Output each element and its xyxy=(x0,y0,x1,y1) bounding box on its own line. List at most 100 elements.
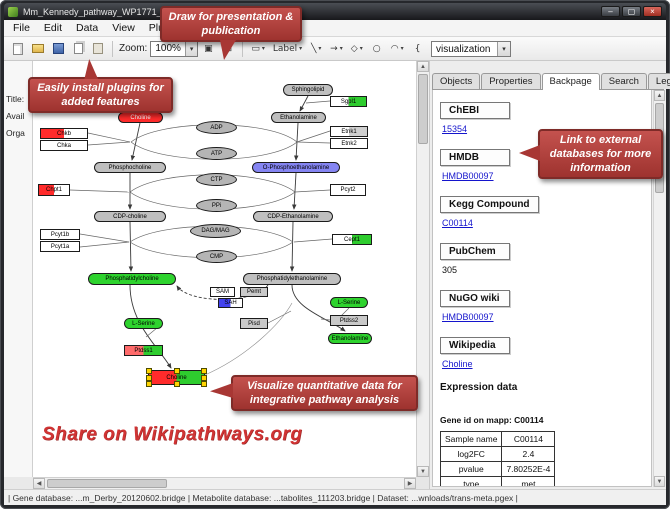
pathway-node[interactable]: SAH xyxy=(218,298,243,308)
pathway-node[interactable]: Choline xyxy=(118,112,163,123)
titlebar[interactable]: Mm_Kennedy_pathway_WP1771_45176.gpml – ▢… xyxy=(4,3,666,20)
minimize-button[interactable]: – xyxy=(601,6,620,17)
scroll-down-icon[interactable]: ▼ xyxy=(417,466,429,477)
scroll-left-icon[interactable]: ◀ xyxy=(33,478,45,489)
pathway-node[interactable]: Pisd xyxy=(240,318,268,329)
open-folder-icon xyxy=(32,44,44,53)
canvas-vertical-scrollbar[interactable]: ▲ ▼ xyxy=(416,61,429,477)
pathway-node[interactable]: Chpt1 xyxy=(38,184,70,196)
pathway-node[interactable]: Ptdss1 xyxy=(124,345,163,356)
pathway-node[interactable]: Sgpl1 xyxy=(330,96,367,107)
pathway-node-label: ATP xyxy=(210,150,223,157)
zoom-value: 100% xyxy=(155,43,181,54)
tab-objects[interactable]: Objects xyxy=(432,73,481,89)
pathway-node-label: SAM xyxy=(215,289,229,295)
pathway-node[interactable]: Choline xyxy=(146,368,207,387)
menu-file[interactable]: File xyxy=(13,22,30,34)
scroll-up-icon[interactable]: ▲ xyxy=(654,90,665,101)
pathway-node-label: Ethanolamine xyxy=(331,335,369,342)
pathway-node[interactable]: O-Phosphoethanolamine xyxy=(252,162,340,173)
pathway-node[interactable]: PPi xyxy=(196,199,237,212)
brace-tool-button[interactable]: { xyxy=(409,40,427,58)
pathway-node-label: Chkb xyxy=(56,130,71,137)
scrollbar-thumb[interactable] xyxy=(418,74,428,144)
pathway-node[interactable]: Etnk1 xyxy=(330,126,368,137)
tab-properties[interactable]: Properties xyxy=(481,73,541,89)
open-file-button[interactable] xyxy=(29,40,47,58)
datanode-tool-button[interactable]: ▭▾ xyxy=(248,40,268,58)
pathway-node-label: Etnk1 xyxy=(341,128,357,135)
line-tool-button[interactable]: ╲▾ xyxy=(307,40,325,58)
menu-data[interactable]: Data xyxy=(76,22,99,34)
backpage-link[interactable]: HMDB00097 xyxy=(442,171,494,181)
oval-tool-button[interactable]: ○ xyxy=(368,40,386,58)
selection-handle[interactable] xyxy=(201,381,207,387)
pathway-node[interactable]: DAG/MAG xyxy=(190,224,241,238)
right-panel-tabs: ObjectsPropertiesBackpageSearchLegend xyxy=(432,73,670,90)
backpage-link[interactable]: 15354 xyxy=(442,124,468,134)
pathway-node[interactable]: Cept1 xyxy=(332,234,372,245)
pathway-node[interactable]: SAM xyxy=(210,287,235,297)
new-file-button[interactable] xyxy=(9,40,27,58)
pathway-node[interactable]: Pcyt2 xyxy=(330,184,366,196)
backpage-link[interactable]: C00114 xyxy=(442,218,473,228)
selection-handle[interactable] xyxy=(146,368,152,374)
canvas-horizontal-scrollbar[interactable]: ◀ ▶ xyxy=(33,477,416,489)
pathway-node[interactable]: L-Serine xyxy=(330,297,368,308)
pathway-node[interactable]: Ptdss2 xyxy=(330,315,368,326)
copy-button[interactable] xyxy=(69,40,87,58)
maximize-button[interactable]: ▢ xyxy=(622,6,641,17)
pathway-node[interactable]: CDP-choline xyxy=(94,211,166,222)
pathway-node-label: CDP-Ethanolamine xyxy=(267,213,319,220)
scrollbar-thumb[interactable] xyxy=(47,479,167,488)
pathway-node[interactable]: CMP xyxy=(196,250,237,263)
selection-handle[interactable] xyxy=(173,368,180,374)
arc-tool-button[interactable]: ◠▾ xyxy=(388,40,407,58)
tab-backpage[interactable]: Backpage xyxy=(541,73,600,90)
selection-handle[interactable] xyxy=(201,368,207,374)
scroll-up-icon[interactable]: ▲ xyxy=(417,61,429,72)
zoom-combobox[interactable]: 100% ▾ xyxy=(150,40,199,57)
save-button[interactable] xyxy=(49,40,67,58)
selection-handle[interactable] xyxy=(201,374,207,381)
pathway-node[interactable]: Ethanolamine xyxy=(328,333,372,344)
scroll-right-icon[interactable]: ▶ xyxy=(404,478,416,489)
backpage-link[interactable]: Choline xyxy=(442,359,473,369)
pathway-node[interactable]: Etnk2 xyxy=(330,138,368,149)
close-button[interactable]: × xyxy=(643,6,662,17)
arrow-tool-button[interactable]: →▾ xyxy=(327,40,346,58)
visualization-combobox[interactable]: visualization ▾ xyxy=(431,41,511,57)
pathway-node[interactable]: Ethanolamine xyxy=(271,112,326,123)
backpage-link[interactable]: HMDB00097 xyxy=(442,312,494,322)
label-tool-button[interactable]: Label▾ xyxy=(270,40,305,58)
pathway-node[interactable]: Phosphatidylcholine xyxy=(88,273,176,285)
selection-handle[interactable] xyxy=(173,381,180,387)
pathway-node[interactable]: ADP xyxy=(196,121,237,134)
scroll-down-icon[interactable]: ▼ xyxy=(654,476,665,487)
paste-button[interactable] xyxy=(89,40,107,58)
selection-handle[interactable] xyxy=(146,374,152,381)
zoom-fit-button[interactable]: ▣ xyxy=(204,43,213,54)
pathway-node[interactable]: Phosphatidylethanolamine xyxy=(243,273,341,285)
pathway-node[interactable]: Phosphocholine xyxy=(94,162,166,173)
pathway-node[interactable]: Pcyt1b xyxy=(40,229,80,240)
selection-handle[interactable] xyxy=(146,381,152,387)
pathway-node[interactable]: Sphingolipid xyxy=(283,84,333,96)
menu-view[interactable]: View xyxy=(112,22,135,34)
pathway-node[interactable]: CDP-Ethanolamine xyxy=(253,211,333,222)
tab-search[interactable]: Search xyxy=(600,73,647,89)
tab-legend[interactable]: Legend xyxy=(647,73,670,89)
pathway-node-label: SAH xyxy=(224,300,237,306)
pathway-node[interactable]: Chkb xyxy=(40,128,88,139)
pathway-node[interactable]: Pemt xyxy=(240,287,268,297)
pathway-node[interactable]: Pcyt1a xyxy=(40,241,80,252)
pathway-node[interactable]: CTP xyxy=(196,173,237,186)
pathway-node[interactable]: ATP xyxy=(196,147,237,160)
pathway-node-label: Chka xyxy=(56,142,71,149)
pathway-node[interactable]: L-Serine xyxy=(124,318,163,329)
menu-edit[interactable]: Edit xyxy=(43,22,63,34)
shape-tool-button[interactable]: ◇▾ xyxy=(348,40,366,58)
pathway-node[interactable]: Chka xyxy=(40,140,88,151)
